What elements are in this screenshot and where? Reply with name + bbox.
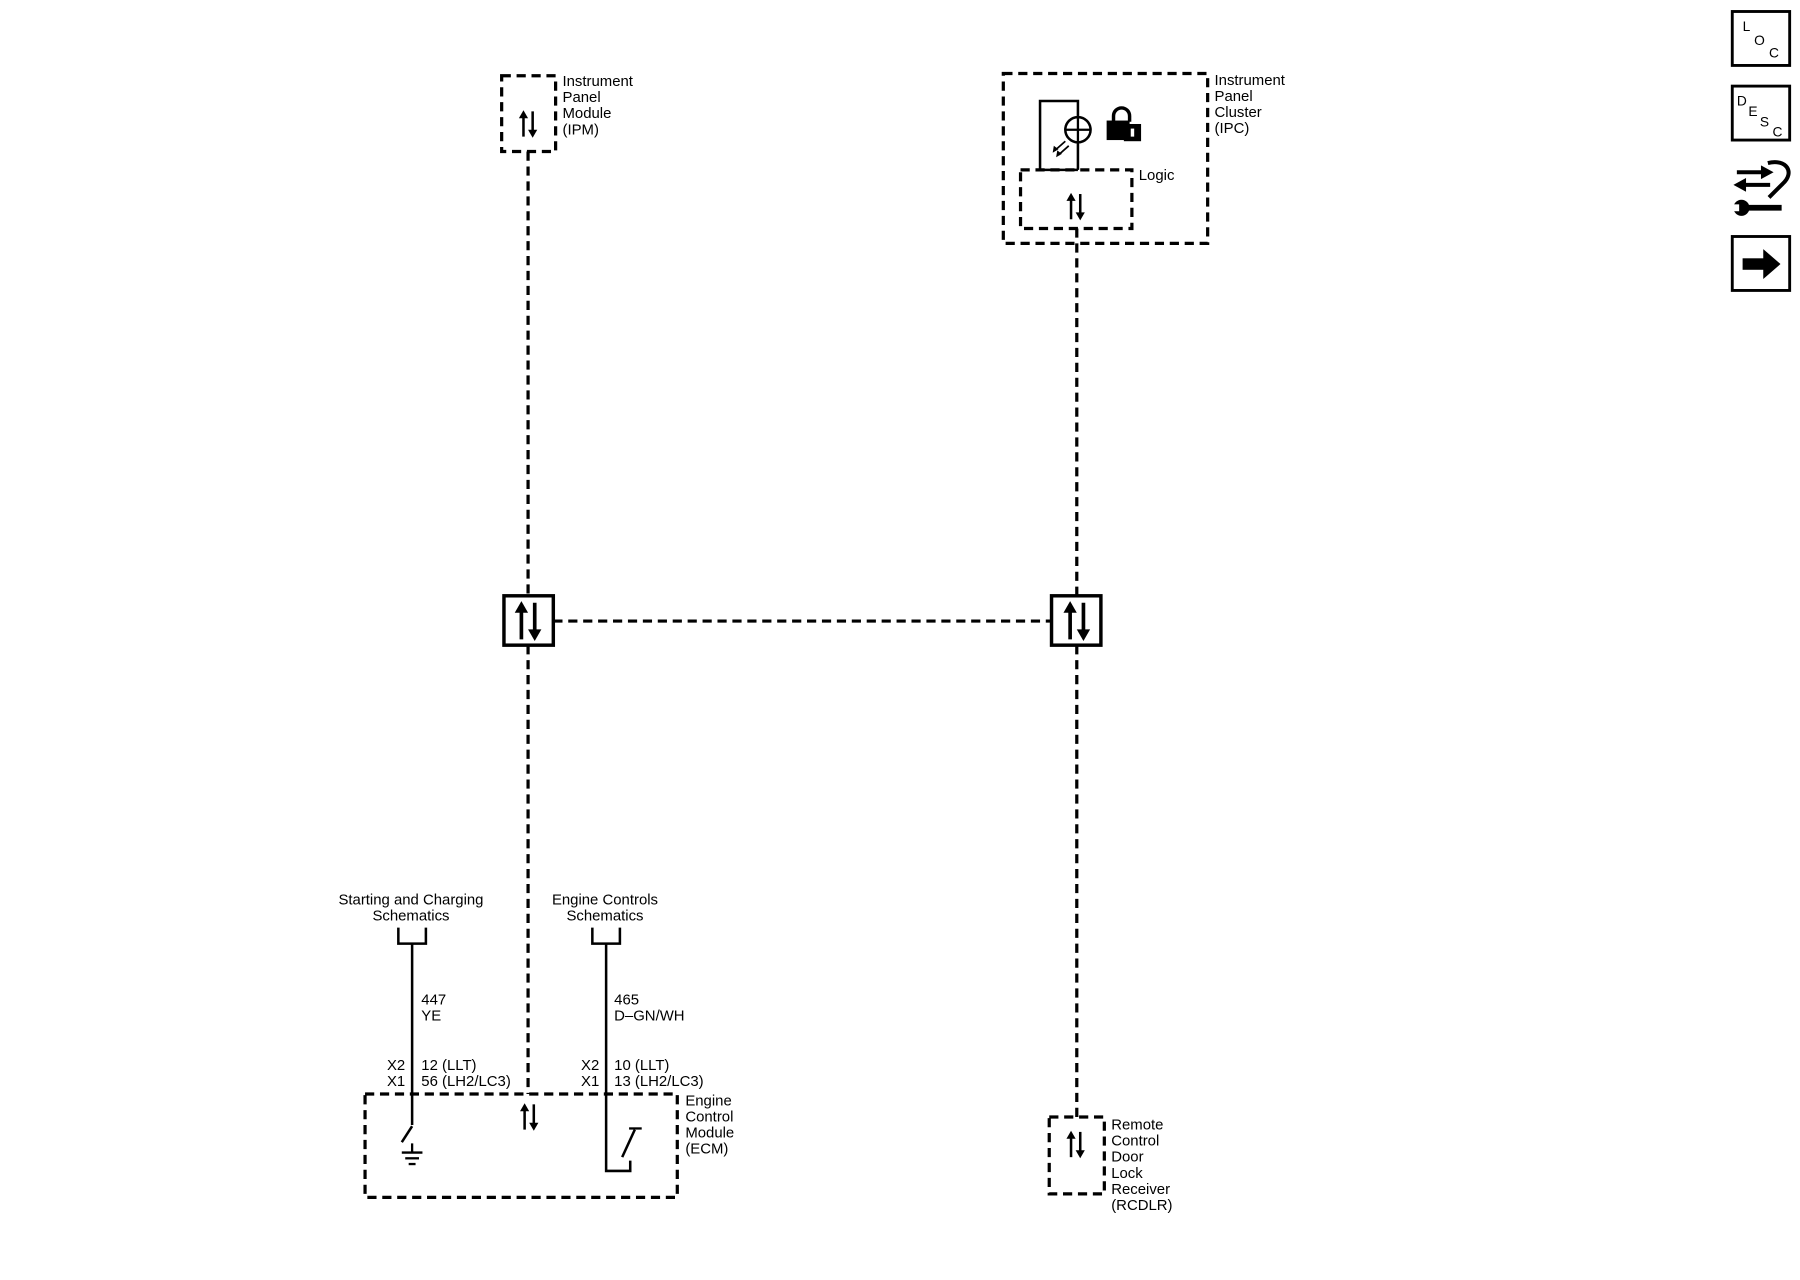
engine-controls-connector-bracket [591,927,622,945]
circuit-465-wire [604,943,632,1173]
ipc-box [1001,71,1210,245]
starting-charging-link-line[interactable]: Starting and Charging [338,892,483,909]
ecm-label-line: Control [685,1109,733,1126]
loc-icon[interactable]: L O C [1730,10,1792,67]
circuit-447-number: 447 [421,991,446,1008]
engine-controls-link-line[interactable]: Schematics [566,908,643,925]
serial-data-network [502,151,1103,1117]
loc-icon-letter: L [1743,19,1751,34]
ipm-label-line: Panel [563,89,601,106]
circuit-465-connector: X2 [581,1057,599,1074]
engine-controls-reference[interactable]: Engine Controls Schematics [552,892,658,945]
rcdlr-bidirectional-arrow-icon [1065,1129,1087,1160]
ipm-box [500,74,558,154]
starting-charging-connector-bracket [397,927,428,945]
left-data-junction-box [502,594,556,647]
ipm-label-line: (IPM) [563,121,599,138]
circuit-447-connector: X2 [387,1057,405,1074]
circuit-465-number: 465 [614,991,639,1008]
ipc-label-line: Instrument [1215,72,1286,89]
ground-icon [401,1143,423,1166]
circuit-465-pin: 13 (LH2/LC3) [614,1073,704,1090]
rcdlr-label-line: Control [1111,1133,1159,1150]
desc-icon-letter: D [1737,94,1747,109]
engine-controls-link-line[interactable]: Engine Controls [552,892,658,909]
rcdlr-module: Remote Control Door Lock Receiver (RCDLR… [1047,1115,1173,1214]
ipc-label-line: (IPC) [1215,120,1250,137]
lock-icon [1106,106,1142,142]
desc-icon-letter: E [1748,104,1757,119]
ipc-label-line: Cluster [1215,104,1262,121]
ipc-logic-box [1018,168,1134,231]
circuit-447-pin: 12 (LLT) [421,1057,476,1074]
ecm-label-line: Module [685,1125,734,1142]
circuit-465: 465 D–GN/WH X2 10 (LLT) X1 13 (LH2/LC3) [581,943,704,1173]
ipc-module: Logic Instrument Panel Cluster (IPC) [1001,71,1286,245]
ipm-label-line: Instrument [563,73,634,90]
rcdlr-label-line: (RCDLR) [1111,1197,1172,1214]
rcdlr-label-line: Receiver [1111,1181,1170,1198]
ipc-logic-label: Logic [1139,167,1175,184]
desc-icon-letter: C [1772,125,1782,140]
ecm-module: Engine Control Module (ECM) [363,1092,734,1199]
circuit-465-pin: 10 (LLT) [614,1057,669,1074]
rcdlr-label-line: Door [1111,1149,1143,1166]
circuit-447-color: YE [421,1008,441,1025]
circuit-465-color: D–GN/WH [614,1008,684,1025]
ecm-bidirectional-arrow-icon [518,1101,540,1133]
rcdlr-label-line: Remote [1111,1117,1163,1134]
wrench-route-icon[interactable] [1732,160,1791,216]
switch-icon [621,1127,642,1158]
right-data-junction-box [1049,594,1103,647]
starting-charging-link-line[interactable]: Schematics [372,908,449,925]
ipm-module: Instrument Panel Module (IPM) [500,73,634,154]
rcdlr-box [1047,1115,1106,1196]
ecm-box [363,1092,679,1199]
circuit-447: 447 YE X2 12 (LLT) X1 56 (LH2/LC3) [387,943,511,1166]
desc-icon-letter: S [1760,114,1769,129]
circuit-447-pin: 56 (LH2/LC3) [421,1073,511,1090]
rcdlr-label-line: Lock [1111,1165,1143,1182]
ipm-bidirectional-arrow-icon [517,108,539,140]
ipc-bidirectional-arrow-icon [1065,191,1087,222]
next-arrow-icon[interactable] [1730,235,1792,292]
starting-charging-reference[interactable]: Starting and Charging Schematics [338,892,483,945]
loc-icon-letter: C [1769,45,1779,60]
right-bidirectional-arrow-icon [1061,599,1092,643]
lamp-icon [1038,99,1092,172]
circuit-465-connector: X1 [581,1073,599,1090]
left-bidirectional-arrow-icon [512,599,544,643]
ecm-label-line: Engine [685,1092,731,1109]
switch-icon [400,1125,414,1143]
circuit-447-connector: X1 [387,1073,405,1090]
loc-icon-letter: O [1754,33,1765,48]
ipc-label-line: Panel [1215,88,1253,105]
ipm-label-line: Module [563,105,612,122]
ecm-label-line: (ECM) [685,1141,728,1158]
desc-icon[interactable]: D E S C [1730,84,1792,142]
